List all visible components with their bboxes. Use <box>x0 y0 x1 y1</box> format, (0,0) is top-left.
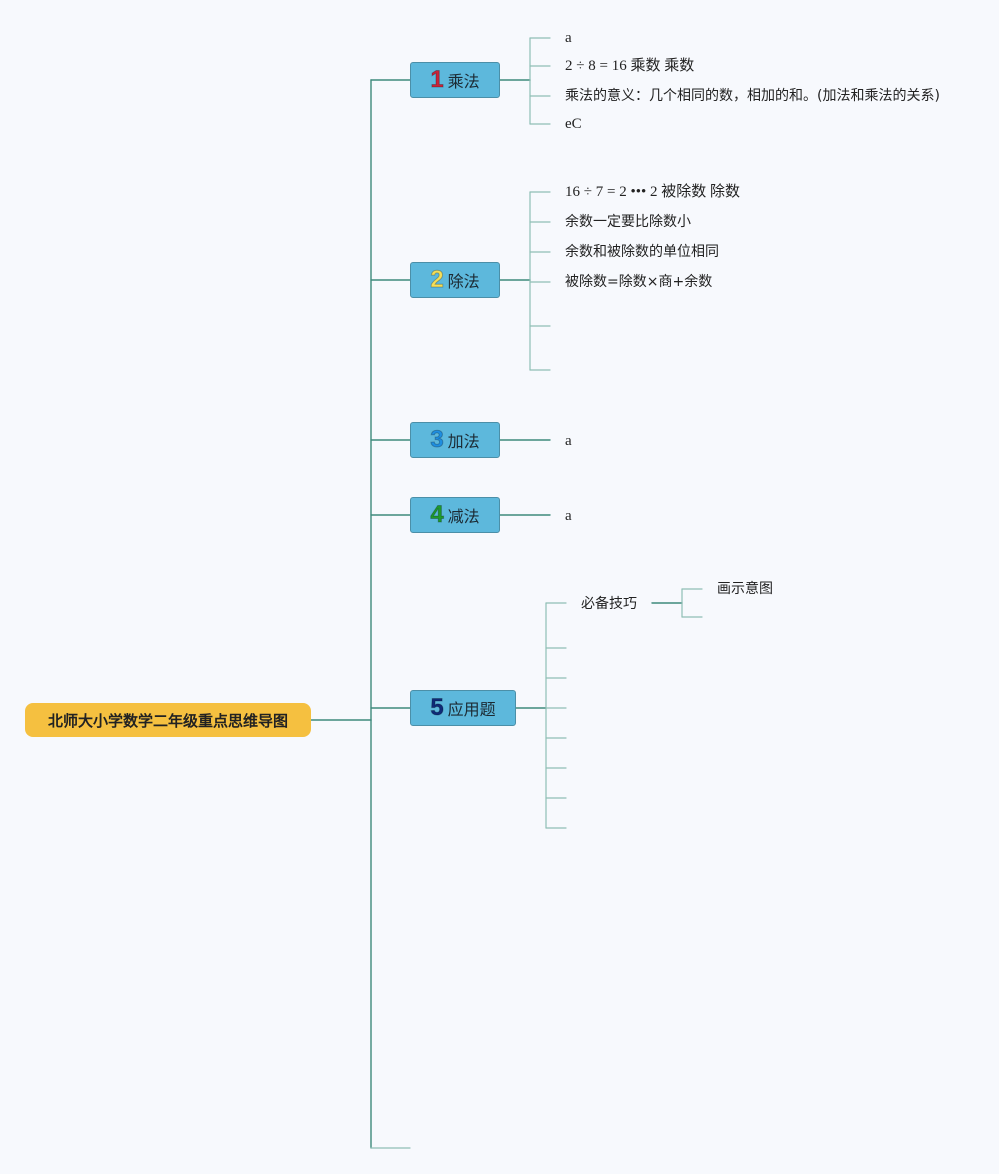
branch-label: 除法 <box>447 272 480 291</box>
branch-addition[interactable]: 3 加法 <box>410 422 500 458</box>
branch-word-problems[interactable]: 5 应用题 <box>410 690 516 726</box>
leaf-item[interactable]: 被除数=除数×商+余数 <box>565 274 713 290</box>
branch-multiplication[interactable]: 1 乘法 <box>410 62 500 98</box>
leaf-item[interactable]: a <box>565 433 572 449</box>
root-title: 北师大小学数学二年级重点思维导图 <box>47 711 288 730</box>
branch-label: 减法 <box>447 507 480 526</box>
leaf-item[interactable]: a <box>565 30 572 46</box>
leaf-item[interactable]: a <box>565 508 572 524</box>
branch-subtraction[interactable]: 4 减法 <box>410 497 500 533</box>
branch-label: 应用题 <box>447 700 496 719</box>
number-badge-4: 4 <box>430 501 444 528</box>
root-topic[interactable]: 北师大小学数学二年级重点思维导图 <box>25 703 311 737</box>
number-badge-3: 3 <box>430 426 444 453</box>
leaf-item[interactable]: 画示意图 <box>717 581 773 597</box>
number-badge-5: 5 <box>430 694 444 721</box>
leaf-item[interactable]: 乘法的意义：几个相同的数，相加的和。(加法和乘法的关系) <box>565 88 940 104</box>
leaf-item[interactable]: 2 ÷ 8 = 16 乘数 乘数 <box>565 58 695 74</box>
branch-label: 乘法 <box>447 72 480 91</box>
number-badge-1: 1 <box>430 66 444 93</box>
branch-label: 加法 <box>447 432 480 451</box>
number-badge-2: 2 <box>430 266 444 293</box>
leaf-item[interactable]: eC <box>565 116 582 132</box>
sub-topic-essential-skills[interactable]: 必备技巧 <box>581 596 637 612</box>
leaf-item[interactable]: 余数和被除数的单位相同 <box>565 244 719 260</box>
leaf-item[interactable]: 16 ÷ 7 = 2 ••• 2 被除数 除数 <box>565 184 740 200</box>
branch-division[interactable]: 2 除法 <box>410 262 500 298</box>
leaf-item[interactable]: 余数一定要比除数小 <box>565 214 691 230</box>
